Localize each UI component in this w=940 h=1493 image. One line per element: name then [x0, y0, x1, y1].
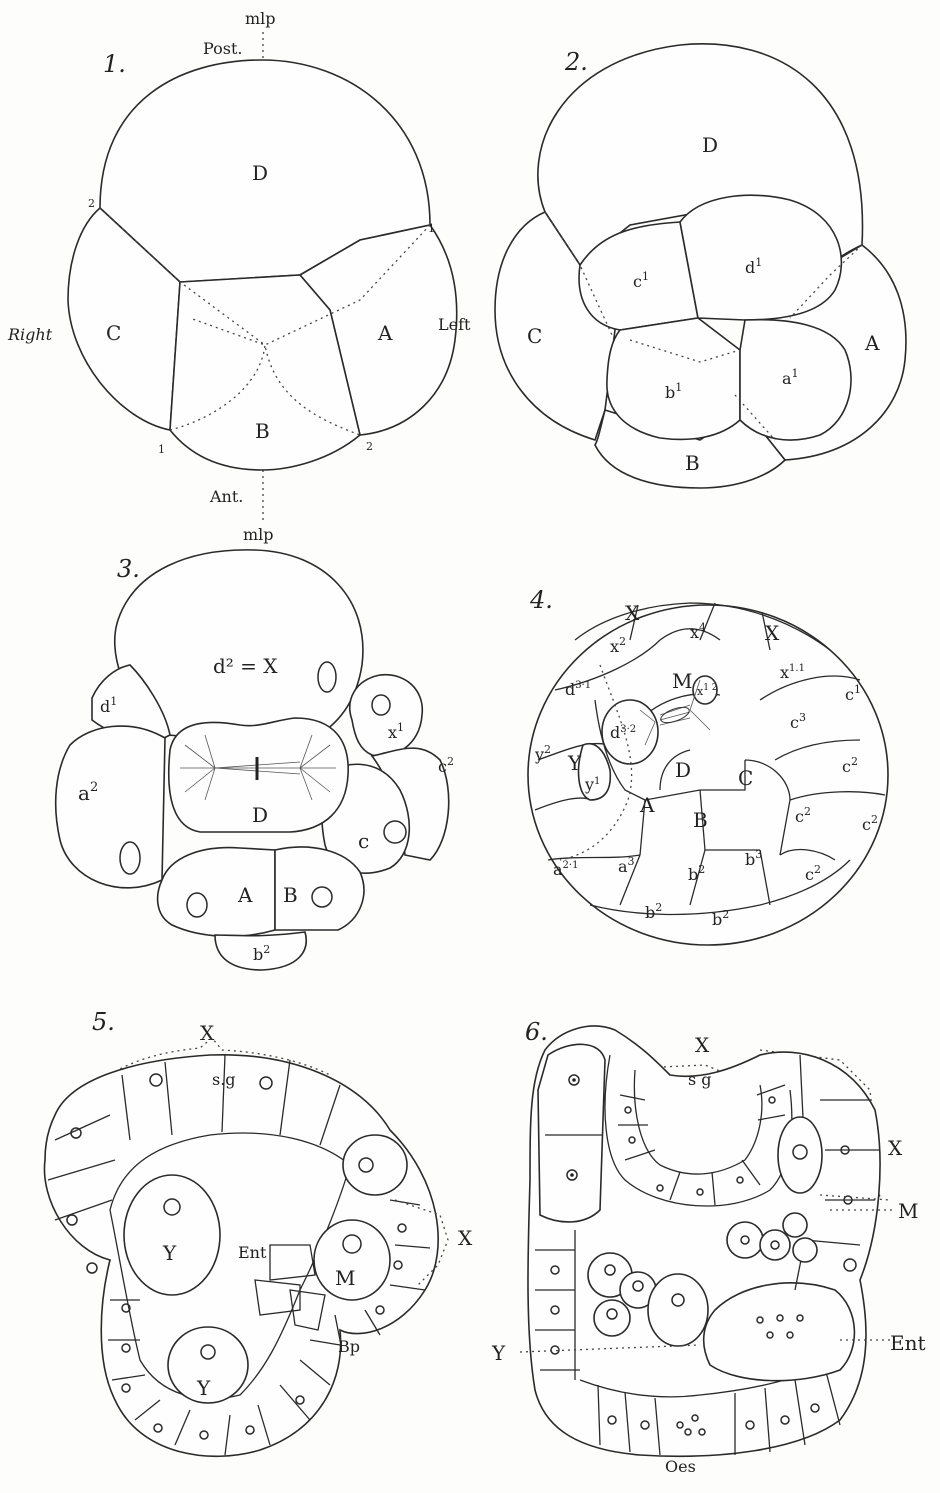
left-label: Left — [438, 315, 471, 334]
label-B: B — [255, 419, 270, 443]
label-A-fig3: A — [237, 883, 253, 907]
cell-x1 — [350, 675, 422, 756]
label-A-fig2: A — [864, 331, 880, 355]
label-sg-fig6: s g — [688, 1070, 712, 1089]
label-Y-fig6: Y — [491, 1341, 506, 1365]
label-Bp-fig5: Bp — [338, 1337, 360, 1356]
label-2-right: 2 — [366, 440, 373, 453]
label-C-fig4: C — [738, 766, 753, 790]
figure-1: 1. mlp Post. D C A B 2 1 1 2 Right Left … — [7, 9, 471, 544]
label-C: C — [106, 321, 121, 345]
label-M-fig5: M — [335, 1266, 355, 1290]
label-X-top-fig5: X — [200, 1021, 215, 1045]
label-Ent-fig6: Ent — [890, 1331, 926, 1355]
post-label: Post. — [203, 39, 242, 58]
label-M-fig6: M — [898, 1199, 918, 1223]
label-B-fig4: B — [693, 808, 708, 832]
figure-number-2: 2. — [564, 48, 588, 76]
label-D-fig4: D — [675, 758, 691, 782]
label-2-left: 2 — [88, 197, 95, 210]
label-X-left: X — [625, 601, 640, 625]
label-sg-fig5: s.g — [212, 1070, 236, 1089]
label-A: A — [377, 321, 393, 345]
label-D: D — [252, 161, 268, 185]
label-M-fig4: M — [672, 669, 692, 693]
cell-b1 — [607, 318, 740, 439]
cell-Y-upper — [124, 1175, 220, 1295]
figure-number-1: 1. — [103, 50, 126, 78]
label-1-right: 1 — [428, 222, 435, 235]
label-B-fig3: B — [283, 883, 298, 907]
figure-2: 2. D C A B c1 d1 b1 a1 — [495, 44, 906, 488]
figure-number-5: 5. — [92, 1008, 115, 1036]
figure-number-4: 4. — [529, 586, 553, 614]
label-B-fig2: B — [685, 451, 700, 475]
cell-A-fig3 — [158, 848, 275, 937]
figure-number-3: 3. — [117, 555, 140, 583]
label-Ent-fig5: Ent — [238, 1243, 267, 1262]
figure-4: 4. — [528, 586, 888, 945]
label-Y1-fig5: Y — [162, 1241, 177, 1265]
label-D-fig2: D — [702, 133, 718, 157]
label-d2-X: d² = X — [213, 654, 278, 678]
cell-a2 — [56, 726, 165, 888]
ant-label: Ant. — [209, 487, 243, 506]
right-label: Right — [7, 325, 53, 344]
label-Oes-fig6: Oes — [665, 1457, 696, 1476]
mlp-bottom-label: mlp — [243, 525, 274, 544]
figure-6: 6. X — [491, 1018, 926, 1476]
figure-number-6: 6. — [525, 1018, 548, 1046]
label-X-right-fig5: X — [458, 1226, 473, 1250]
label-1-left: 1 — [158, 443, 165, 456]
label-X-top-fig6: X — [695, 1033, 710, 1057]
label-Y-fig4: Y — [567, 751, 582, 775]
label-X-right-fig6: X — [888, 1136, 903, 1160]
label-D-fig3: D — [252, 803, 268, 827]
label-c2-fig3: c2 — [438, 755, 454, 776]
figure-5: 5. X — [44, 1008, 473, 1456]
label-Y2-fig5: Y — [196, 1376, 211, 1400]
mlp-top-label: mlp — [245, 9, 276, 28]
label-C-fig2: C — [527, 324, 542, 348]
label-c-fig3: c — [358, 829, 369, 853]
label-X-right: X — [765, 621, 780, 645]
label-A-fig4: A — [639, 793, 655, 817]
figure-3: 3. — [56, 550, 454, 970]
